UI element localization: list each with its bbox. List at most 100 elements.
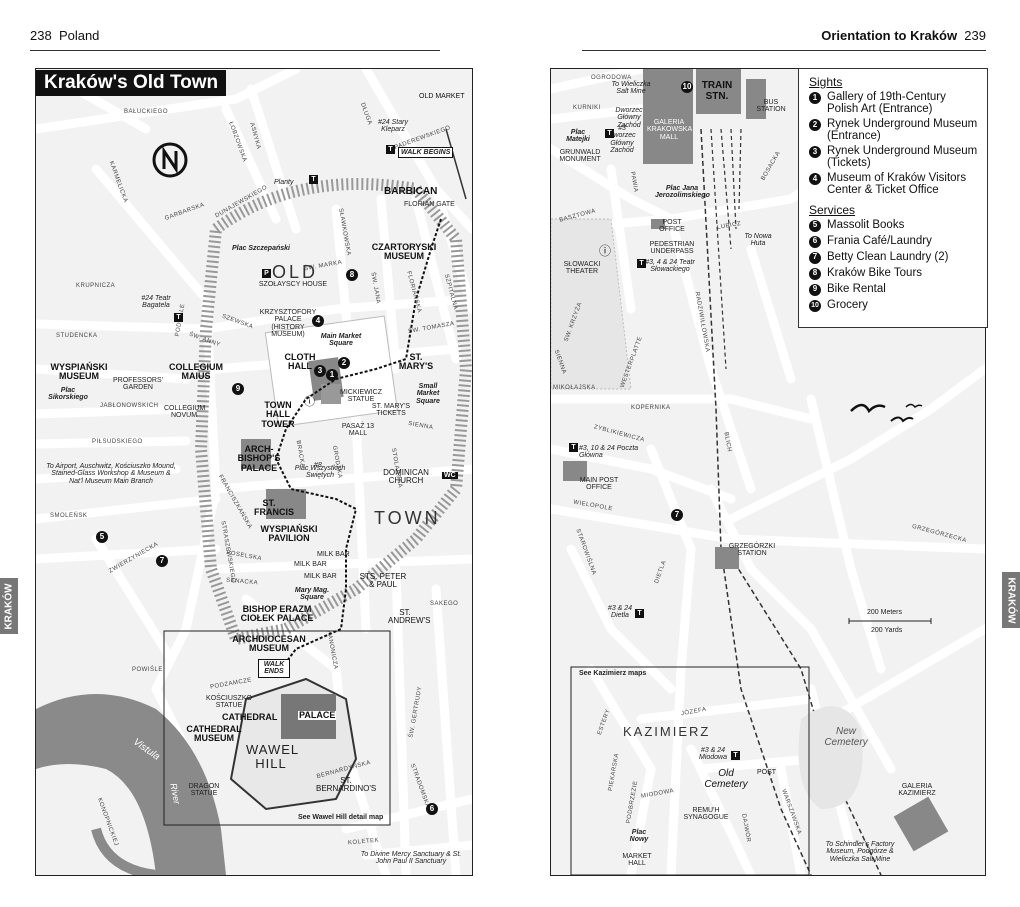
marker-7[interactable]: 7	[156, 555, 168, 567]
plac-matejki-label: Plac Matejki	[566, 129, 590, 144]
dragon-statue-label: DRAGON STATUE	[188, 783, 220, 798]
stop-8-label: #8	[314, 462, 322, 469]
walk-ends-label: WALK ENDS	[258, 659, 290, 678]
station-map-lines	[551, 69, 985, 875]
street-label: SAKEGO	[430, 601, 459, 607]
scale-yards-label: 200 Yards	[871, 627, 903, 634]
marker-7[interactable]: 7	[671, 509, 683, 521]
to-divine-mercy-note: To Divine Mercy Sanctuary & St. John Pau…	[360, 851, 462, 866]
wyspianski-pavilion-label: WYSPIAŃSKI PAVILION	[260, 524, 318, 544]
marker-9[interactable]: 9	[232, 383, 244, 395]
street-label: KOPERNIKA	[631, 405, 671, 411]
sts-peter-paul-label: STS. PETER & PAUL	[359, 572, 407, 590]
street-label: PIŁSUDSKIEGO	[92, 439, 143, 445]
stop-dietla-label: #3 & 24 Dietla	[607, 605, 633, 620]
palace-label: PALACE	[298, 710, 337, 721]
stop-3-dworzec: #3 Dworzec Główny Zachód	[608, 125, 636, 155]
street-label: STUDENCKA	[56, 333, 98, 339]
left-section-title: Poland	[58, 28, 100, 43]
stop-teatr-label: #3, 4 & 24 Teatr Słowackiego	[645, 259, 695, 274]
marker-1[interactable]: 1	[326, 369, 338, 381]
st-francis-label: ST. FRANCIS	[254, 498, 294, 518]
czartoryski-label: CZARTORYSKI MUSEUM	[371, 242, 437, 262]
cloth-hall-label: CLOTH HALL	[284, 352, 316, 372]
old-town-map-lines	[36, 69, 472, 875]
left-side-tab: KRAKÓW	[0, 578, 18, 634]
street-label: OGRODOWA	[591, 75, 632, 81]
grunwald-label: GRUNWALD MONUMENT	[559, 149, 601, 164]
collegium-maius-label: COLLEGIUM MAIUS	[169, 362, 223, 382]
street-label: MIKOŁAJSKA	[553, 385, 596, 391]
planty-label: Planty	[274, 179, 294, 186]
tram-stop-icon: T	[309, 175, 318, 184]
marker-5[interactable]: 5	[96, 531, 108, 543]
dworzec-label: Dworzec Główny Zachód	[615, 107, 643, 129]
tram-stop-icon: T	[637, 259, 646, 268]
marker-8[interactable]: 8	[346, 269, 358, 281]
main-market-label: Main Market Square	[320, 333, 362, 348]
left-page-number: 238	[30, 28, 52, 43]
grzegorzki-label: GRZEGÓRZKI STATION	[728, 543, 776, 558]
wawel-detail-note: See Wawel Hill detail map	[298, 814, 384, 821]
milk-bar-2: MILK BAR	[294, 561, 327, 568]
post-office-label: POST OFFICE	[659, 219, 685, 234]
info-icon: ⓘ	[599, 244, 612, 258]
tram-stop-icon: T	[386, 145, 395, 154]
bishop-erazm-label: BISHOP ERAZM CIOŁEK PALACE	[240, 604, 314, 624]
archdiocesan-label: ARCHDIOCESAN MUSEUM	[232, 634, 306, 654]
mary-mag-label: Mary Mag. Square	[294, 587, 330, 602]
stop-poczta-label: #3, 10 & 24 Poczta Główna	[579, 445, 639, 460]
parking-icon: P	[262, 269, 271, 278]
street-label: SMOLEŃSK	[50, 513, 88, 519]
to-airport-note: To Airport, Auschwitz, Kościuszko Mound,…	[46, 463, 176, 485]
mickiewicz-label: MICKIEWICZ STATUE	[340, 389, 382, 404]
marker-10[interactable]: 10	[681, 81, 693, 93]
cathedral-museum-label: CATHEDRAL MUSEUM	[186, 724, 242, 744]
legend-sights-heading: Sights	[809, 75, 843, 89]
marker-6[interactable]: 6	[426, 803, 438, 815]
to-nowa-huta-note: To Nowa Huta	[744, 233, 772, 248]
info-icon: ⓘ	[304, 396, 315, 408]
cathedral-label: CATHEDRAL	[222, 712, 278, 722]
marker-4[interactable]: 4	[312, 315, 324, 327]
to-schindler-note: To Schindler's Factory Museum, Podgórze …	[825, 841, 895, 863]
street-label: KURNIKI	[573, 105, 601, 111]
stop-miodowa-label: #3 & 24 Miodowa	[698, 747, 727, 762]
kosciuszko-label: KOŚCIUSZKO STATUE	[206, 695, 252, 710]
milk-bar-1: MILK BAR	[317, 551, 350, 558]
train-station-label: TRAIN STN.	[701, 80, 733, 102]
underpass-label: PEDESTRIAN UNDERPASS	[649, 241, 695, 256]
right-page-header: Orientation to Kraków 239	[821, 28, 986, 43]
to-wieliczka-note: To Wieliczka Salt Mine	[611, 81, 651, 96]
galeria-krakowska-label: GALERIA KRAKOWSKA MALL	[647, 119, 693, 141]
marker-2[interactable]: 2	[338, 357, 350, 369]
galeria-kazimierz-label: GALERIA KAZIMIERZ	[898, 783, 936, 798]
tram-stop-icon: T	[569, 443, 578, 452]
street-label: JABŁONOWSKICH	[100, 403, 159, 409]
milk-bar-3: MILK BAR	[304, 573, 337, 580]
small-market-label: Small Market Square	[416, 383, 440, 405]
market-hall-label: MARKET HALL	[622, 853, 652, 868]
right-header-rule	[582, 50, 986, 51]
marker-3[interactable]: 3	[314, 365, 326, 377]
main-post-label: MAIN POST OFFICE	[579, 477, 619, 492]
map-title: Kraków's Old Town	[36, 70, 227, 96]
old-town-map: OLD MARKET BARBICAN FLORIAN GATE CZARTOR…	[35, 68, 473, 876]
plac-sikorskiego-label: Plac Sikorskiego	[48, 387, 88, 402]
stop-24-kleparz: #24 Stary Kleparz	[378, 119, 408, 134]
wawel-hill-label: WAWEL HILL	[246, 742, 300, 771]
barbican-label: BARBICAN	[384, 186, 438, 197]
legend-services-heading: Services	[809, 202, 856, 217]
tram-stop-icon: T	[174, 313, 183, 322]
szolayscy-label: SZOŁAYSCY HOUSE	[258, 281, 328, 288]
town-area-label: TOWN	[374, 508, 441, 528]
